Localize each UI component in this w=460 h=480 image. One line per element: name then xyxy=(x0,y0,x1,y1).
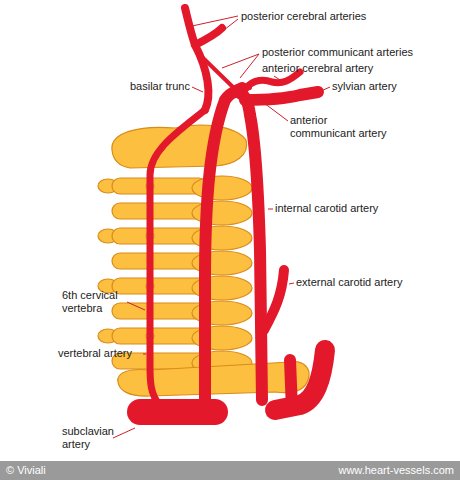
footer-bar xyxy=(0,461,460,480)
anatomy-label: posterior communicant arteries xyxy=(262,46,413,59)
vertebral-artery xyxy=(150,110,205,405)
credit-text: © Viviali xyxy=(6,464,46,477)
leader-line xyxy=(222,54,259,68)
anatomy-label: posterior cerebral arteries xyxy=(241,10,366,23)
leader-lines xyxy=(113,16,330,438)
leader-line xyxy=(268,209,273,210)
communicant-artery xyxy=(232,88,250,92)
anatomy-label: internal carotid artery xyxy=(275,202,378,215)
leader-line xyxy=(256,97,288,121)
external-carotid xyxy=(264,270,284,330)
vertebral-body xyxy=(192,176,252,200)
anatomy-label: anterior communicant artery xyxy=(290,114,394,140)
carotid-artery xyxy=(238,92,262,400)
anatomy-label: sylvian artery xyxy=(332,80,397,93)
leader-line xyxy=(289,283,294,284)
leader-line xyxy=(143,354,146,355)
communicant-artery xyxy=(200,55,238,92)
subclavian-artery xyxy=(275,350,325,410)
anatomy-label: anterior cerebral artery xyxy=(262,62,373,75)
anatomy-label: basilar trunc xyxy=(130,80,190,93)
leader-line xyxy=(224,19,238,30)
leader-line xyxy=(274,76,280,80)
leader-line xyxy=(192,87,203,92)
anatomy-label: 6th cervical vertebra xyxy=(62,289,126,315)
anatomy-label: vertebral artery xyxy=(58,347,132,360)
anatomy-label: subclavian artery xyxy=(62,425,122,451)
anatomy-label: external carotid artery xyxy=(296,276,402,289)
credit-text: www.heart-vessels.com xyxy=(338,464,454,477)
leader-line xyxy=(113,428,135,438)
cerebral-artery xyxy=(195,28,222,45)
cerebral-artery xyxy=(185,8,195,45)
carotid-artery xyxy=(290,360,292,410)
carotid-artery xyxy=(205,88,242,410)
leader-line xyxy=(127,302,145,310)
sylvian-artery xyxy=(245,92,318,100)
leader-line xyxy=(321,87,330,91)
